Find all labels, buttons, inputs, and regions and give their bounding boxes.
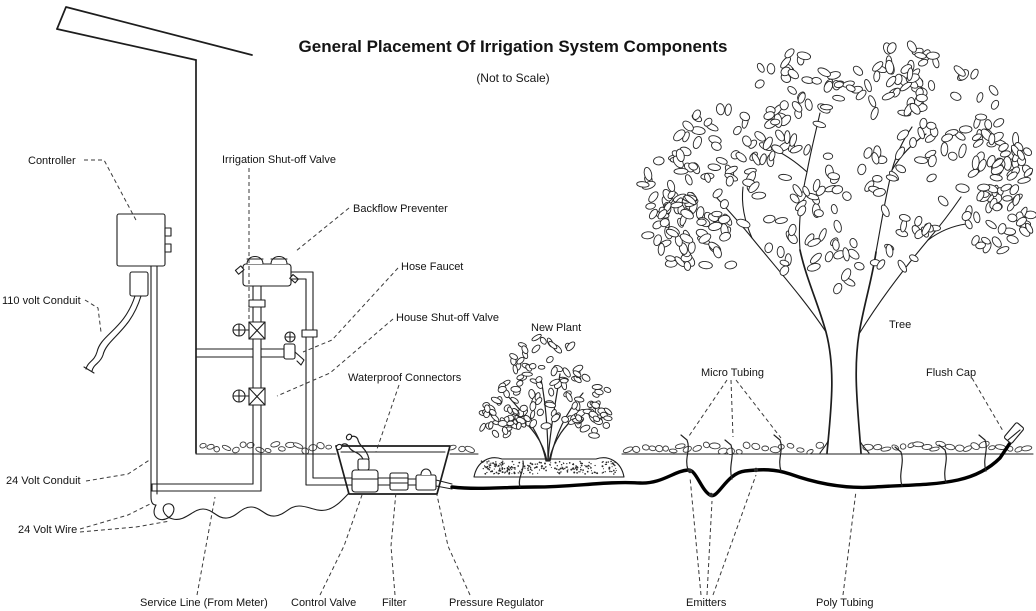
label-pressure-regulator: Pressure Regulator <box>449 597 544 609</box>
label-service-line: Service Line (From Meter) <box>140 597 268 609</box>
waterproof-leader <box>375 384 400 453</box>
callout-24v-wire: 24 Volt Wire <box>18 502 171 536</box>
house-shutoff-leader <box>276 318 394 397</box>
service-line-leader <box>196 496 216 596</box>
callout-service-line: Service Line (From Meter) <box>140 496 268 609</box>
tree-branches <box>715 112 967 335</box>
callout-waterproof: Waterproof Connectors <box>348 372 462 453</box>
emitters-leader-3 <box>712 474 757 596</box>
gravel-mulch <box>199 440 1033 455</box>
house-shutoff-valve <box>232 387 266 406</box>
callout-pressure-regulator: Pressure Regulator <box>436 494 544 609</box>
callout-emitters: Emitters <box>686 474 757 609</box>
high-voltage-conduit <box>83 295 142 374</box>
micro-tubing-leader-1 <box>688 379 728 437</box>
service-line-pipe <box>151 483 262 492</box>
waterproof-connectors <box>335 433 370 460</box>
label-waterproof: Waterproof Connectors <box>348 372 462 384</box>
micro-tubing <box>518 434 987 488</box>
micro-tubing-leader-2 <box>730 379 734 438</box>
label-24v-conduit: 24 Volt Conduit <box>6 475 81 487</box>
controller-leader <box>84 159 138 223</box>
label-emitters: Emitters <box>686 597 727 609</box>
micro-tubing-leader-3 <box>735 379 782 439</box>
label-micro-tubing: Micro Tubing <box>701 367 764 379</box>
callout-backflow: Backflow Preventer <box>295 203 448 252</box>
page-title: General Placement Of Irrigation System C… <box>299 37 728 56</box>
controller <box>116 213 172 297</box>
callout-controller: Controller <box>28 155 138 223</box>
label-irrigation-shutoff: Irrigation Shut-off Valve <box>222 154 336 166</box>
label-house-shutoff: House Shut-off Valve <box>396 312 499 324</box>
label-poly-tubing: Poly Tubing <box>816 597 873 609</box>
house-supply-pipe <box>195 348 285 358</box>
poly-tubing-leader <box>842 490 857 596</box>
house-outline <box>56 6 253 454</box>
hose-faucet <box>283 331 305 366</box>
callout-micro-tubing: Micro Tubing <box>688 367 782 439</box>
label-backflow: Backflow Preventer <box>353 203 448 215</box>
label-controller: Controller <box>28 155 76 167</box>
callout-new-plant: New Plant <box>531 322 581 334</box>
emitters-leader-1 <box>689 476 702 596</box>
filter-leader <box>390 491 397 596</box>
conduit24-leader <box>85 458 152 482</box>
flush-cap-leader <box>971 377 1004 432</box>
label-110v-conduit: 110 volt Conduit <box>2 295 81 307</box>
callout-110v-conduit: 110 volt Conduit <box>2 295 102 333</box>
tree-figure <box>636 40 1036 454</box>
callout-24v-conduit: 24 Volt Conduit <box>6 458 152 487</box>
callout-house-shutoff: House Shut-off Valve <box>276 312 499 397</box>
pressure-regulator-device <box>407 468 453 491</box>
emitter-dots <box>687 467 759 498</box>
poly-tubing-line <box>450 438 1014 498</box>
label-hose-faucet: Hose Faucet <box>401 261 463 273</box>
label-flush-cap: Flush Cap <box>926 367 976 379</box>
basin-mulch <box>480 460 619 475</box>
label-tree: Tree <box>889 319 911 331</box>
label-24v-wire: 24 Volt Wire <box>18 524 77 536</box>
callout-poly-tubing: Poly Tubing <box>816 490 873 609</box>
callout-irrigation-shutoff: Irrigation Shut-off Valve <box>222 154 336 320</box>
irrigation-shutoff-valve <box>232 321 266 340</box>
backflow-preventer <box>234 255 299 287</box>
callout-filter: Filter <box>382 491 407 609</box>
wire24-leader-1 <box>79 502 153 530</box>
callout-flush-cap: Flush Cap <box>926 367 1004 432</box>
plant-foliage <box>478 333 613 439</box>
backflow-outlet-pipe <box>290 271 353 486</box>
tree-foliage <box>636 40 1036 295</box>
filter-device <box>377 472 409 491</box>
flush-cap-fitting <box>1004 422 1024 444</box>
emitters-leader-2 <box>706 500 713 596</box>
plant-basin <box>473 457 625 478</box>
page-subtitle: (Not to Scale) <box>476 71 549 85</box>
low-voltage-wire <box>153 491 351 521</box>
label-filter: Filter <box>382 597 407 609</box>
label-control-valve: Control Valve <box>291 597 356 609</box>
backflow-leader <box>295 207 350 252</box>
hose-faucet-leader <box>302 267 399 353</box>
low-voltage-conduit <box>150 265 158 506</box>
pressure-regulator-leader <box>436 494 471 596</box>
wire24-leader-2 <box>79 520 171 533</box>
tree-trunk <box>799 249 877 454</box>
control-valve <box>351 458 379 493</box>
callout-control-valve: Control Valve <box>291 494 363 609</box>
new-plant <box>478 333 613 462</box>
label-new-plant: New Plant <box>531 322 581 334</box>
callout-tree: Tree <box>889 319 911 331</box>
conduit110-leader <box>84 299 102 333</box>
callout-hose-faucet: Hose Faucet <box>302 261 463 353</box>
